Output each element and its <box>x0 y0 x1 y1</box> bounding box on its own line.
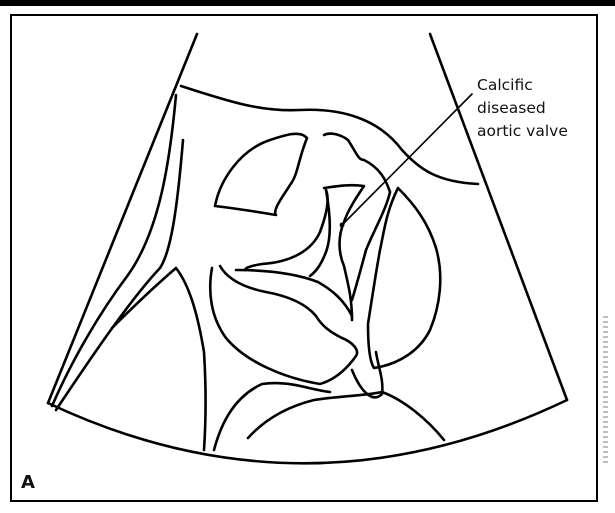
upper-chamber <box>215 134 307 215</box>
lower-chamber <box>210 266 357 384</box>
valve-annotation: Calcific diseased aortic valve <box>477 74 568 143</box>
left-wall-outer <box>52 95 176 406</box>
right-chamber <box>368 188 440 368</box>
side-credit-marks <box>603 316 609 466</box>
annotation-line-3: aortic valve <box>477 120 568 143</box>
valve-cusp-right <box>324 185 364 320</box>
annotation-line-2: diseased <box>477 97 568 120</box>
sector-bottom-arc <box>48 400 567 463</box>
anterior-wall <box>181 86 478 184</box>
lower-floor <box>248 392 444 440</box>
aortic-root-inner <box>245 190 328 270</box>
lower-left-muscle <box>112 268 206 450</box>
valve-cusp-left <box>236 270 352 316</box>
aortic-root-upper <box>324 134 390 192</box>
panel-label: A <box>21 472 35 493</box>
right-lower-wall <box>352 352 382 397</box>
annotation-dot <box>340 223 345 228</box>
annotation-line-1: Calcific <box>477 74 568 97</box>
